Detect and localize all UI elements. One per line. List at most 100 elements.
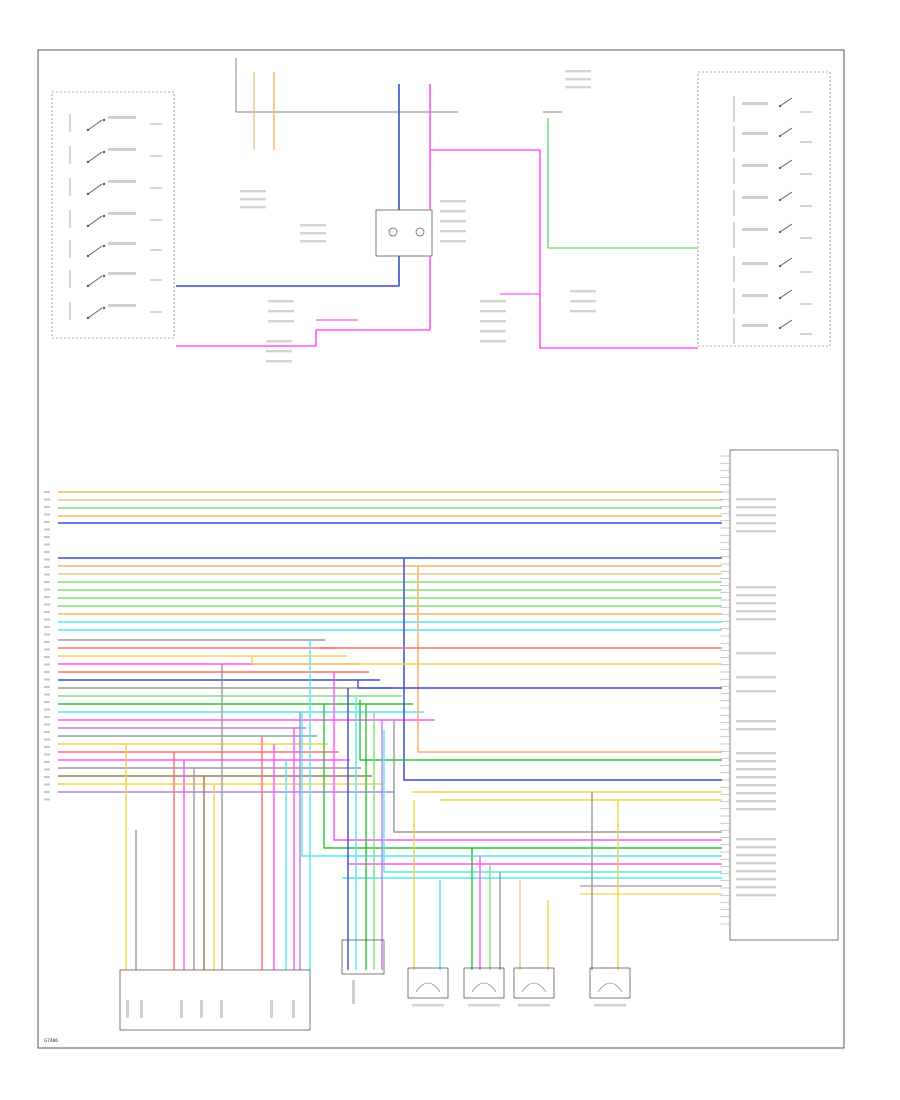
pin-label-block bbox=[736, 506, 776, 509]
bus-return-gray bbox=[393, 720, 722, 833]
switch-label-block bbox=[108, 212, 136, 215]
left-pin-number bbox=[44, 573, 50, 576]
component-label-block bbox=[292, 1000, 295, 1018]
left-pin-number bbox=[44, 566, 50, 568]
speaker-label-block bbox=[518, 1004, 550, 1007]
left-pin-number bbox=[44, 543, 50, 546]
left-pin-number bbox=[44, 791, 50, 793]
label-block bbox=[440, 240, 466, 243]
label-block bbox=[480, 300, 506, 303]
label-block bbox=[240, 206, 266, 209]
bus-return-cyan bbox=[301, 712, 722, 857]
switch-contact bbox=[87, 245, 103, 257]
pin-label-block bbox=[736, 728, 776, 731]
left-pin-number bbox=[44, 663, 50, 666]
pin-label-block bbox=[736, 720, 776, 723]
left-pin-number bbox=[44, 776, 50, 778]
switch-node bbox=[86, 254, 90, 258]
radio-module-connector bbox=[720, 449, 839, 941]
label-block bbox=[565, 78, 591, 81]
component-label-block bbox=[140, 1000, 143, 1018]
left-pin-number bbox=[44, 603, 50, 606]
left-pin-number bbox=[44, 686, 50, 688]
left-pin-number bbox=[44, 551, 50, 553]
switch-contact bbox=[779, 289, 793, 299]
left-pin-number bbox=[44, 723, 50, 726]
switch-contact bbox=[87, 275, 103, 287]
left-pin-number bbox=[44, 558, 50, 561]
left-pin-number bbox=[44, 588, 50, 591]
switch-node bbox=[102, 182, 106, 186]
label-block bbox=[266, 350, 292, 353]
label-block bbox=[268, 310, 294, 313]
switch-node bbox=[778, 296, 782, 300]
pin-label-block bbox=[736, 846, 776, 849]
wire-pink-left bbox=[176, 256, 431, 347]
speaker-label-block bbox=[594, 1004, 626, 1007]
switch-node bbox=[778, 134, 782, 138]
left-pin-number bbox=[44, 641, 50, 643]
left-pin-number bbox=[44, 626, 50, 628]
label-block bbox=[440, 220, 466, 223]
left-pin-number bbox=[44, 746, 50, 748]
switch-contact bbox=[87, 151, 103, 163]
left-pin-number bbox=[44, 506, 50, 508]
label-block bbox=[300, 232, 326, 235]
label-block bbox=[240, 190, 266, 193]
pin-label-block bbox=[736, 514, 776, 517]
speaker-box bbox=[589, 967, 631, 999]
switch-label-block bbox=[742, 102, 768, 105]
switch-contact bbox=[779, 191, 793, 201]
diagram-frame bbox=[37, 49, 845, 1049]
left-pin-number bbox=[44, 596, 50, 598]
wire-pink-right bbox=[430, 149, 698, 349]
left-pin-number bbox=[44, 536, 50, 538]
switch-node bbox=[778, 264, 782, 268]
drop-wires bbox=[125, 640, 619, 970]
pin-label-block bbox=[736, 894, 776, 897]
amplifier-connector bbox=[119, 969, 311, 1031]
pin-label-block bbox=[736, 870, 776, 873]
switch-contact bbox=[779, 127, 793, 137]
switch-node bbox=[778, 198, 782, 202]
speaker-icon bbox=[415, 982, 441, 993]
bus-return-green bbox=[323, 704, 722, 849]
top-connector-box bbox=[235, 58, 562, 113]
switch-node bbox=[86, 160, 90, 164]
switch-contact bbox=[87, 215, 103, 227]
pin-label-block bbox=[736, 768, 776, 771]
left-pin-number bbox=[44, 611, 50, 613]
pin-label-block bbox=[736, 854, 776, 857]
left-pin-number bbox=[44, 738, 50, 741]
label-block bbox=[266, 360, 292, 363]
bus-return-pink bbox=[333, 672, 722, 841]
left-pin-number bbox=[44, 581, 50, 583]
left-pin-column bbox=[44, 491, 50, 801]
label-block bbox=[480, 320, 506, 323]
switch-node bbox=[102, 118, 106, 122]
bus-return-green2 bbox=[359, 700, 722, 761]
bus-return-yellow bbox=[251, 656, 722, 665]
pin-label-block bbox=[736, 618, 776, 621]
component-label-block bbox=[200, 1000, 203, 1018]
label-block bbox=[565, 70, 591, 73]
switch-label-block bbox=[108, 242, 136, 245]
speaker-label-block bbox=[412, 1004, 444, 1007]
speaker-label-block bbox=[468, 1004, 500, 1007]
switch-label-block bbox=[742, 294, 768, 297]
steering-wheel-control-switch bbox=[51, 91, 175, 339]
pin-label-block bbox=[736, 752, 776, 755]
component-label-block bbox=[126, 1000, 129, 1018]
switch-contact bbox=[779, 97, 793, 107]
switch-label-block bbox=[742, 164, 768, 167]
wire-green-right bbox=[547, 118, 698, 249]
switch-label-block bbox=[742, 324, 768, 327]
left-pin-number bbox=[44, 678, 50, 681]
component-label-block bbox=[220, 1000, 223, 1018]
speaker-box bbox=[513, 967, 555, 999]
rear-seat-audio-control bbox=[697, 71, 831, 347]
switch-label-block bbox=[742, 132, 768, 135]
switch-label-block bbox=[742, 196, 768, 199]
switch-node bbox=[102, 244, 106, 248]
